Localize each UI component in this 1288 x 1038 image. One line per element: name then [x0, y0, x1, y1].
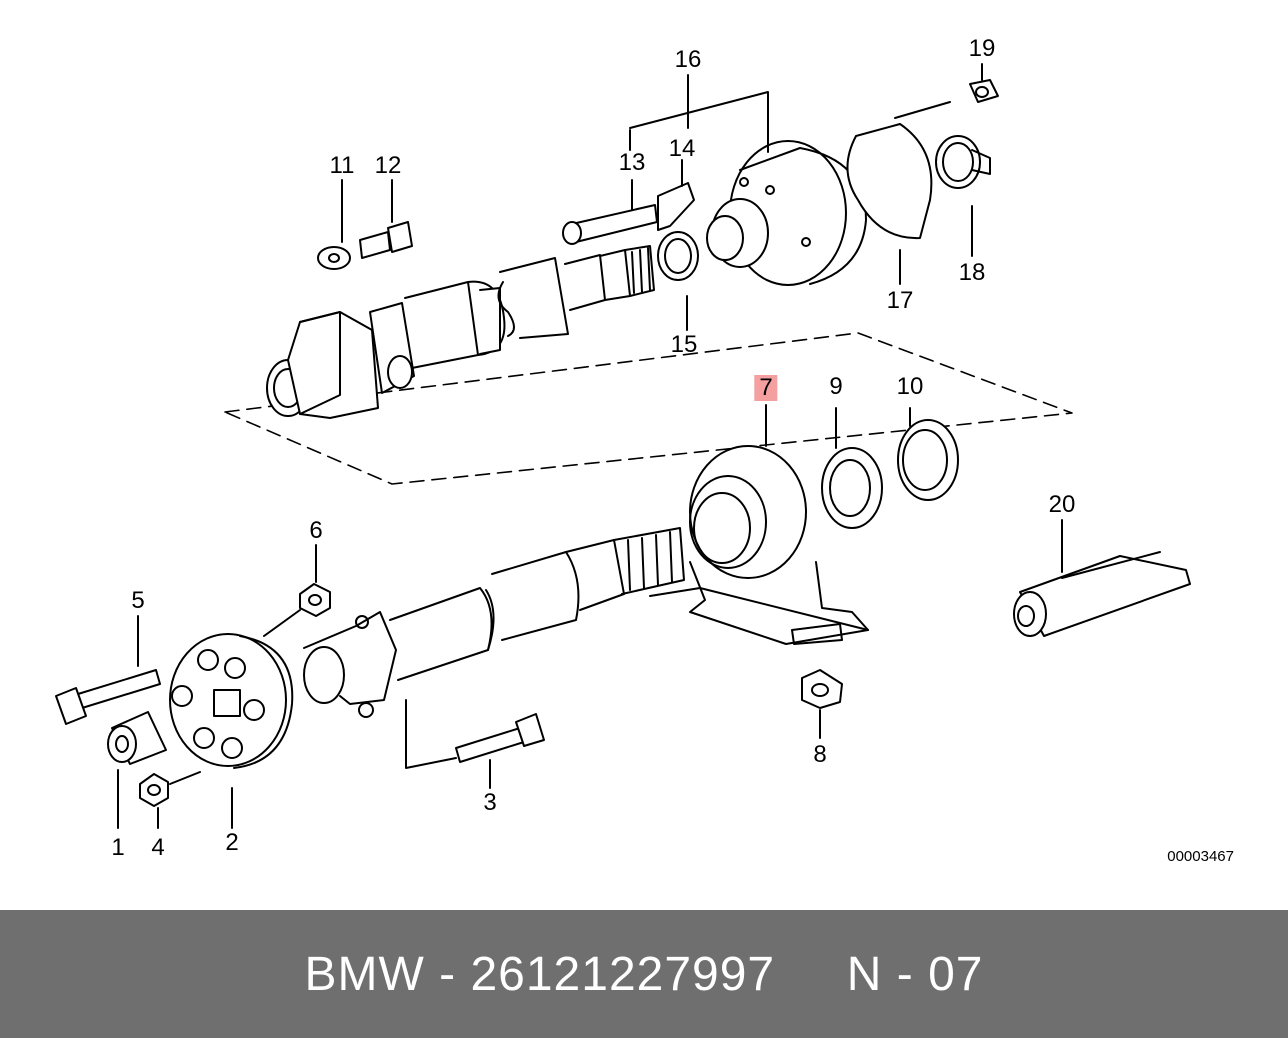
part-17-disc — [846, 123, 933, 240]
callout-15: 15 — [670, 331, 698, 358]
part-14-plate — [657, 182, 695, 231]
part-18-circlip — [935, 135, 991, 189]
callout-20: 20 — [1048, 491, 1076, 518]
part-number-footer: BMW - 26121227997 N - 07 — [0, 910, 1288, 1038]
exploded-parts-diagram: 1 2 3 4 5 6 7 8 9 10 11 12 13 14 15 16 1… — [55, 35, 1234, 865]
callout-8: 8 — [813, 741, 827, 768]
callout-13: 13 — [618, 149, 646, 176]
callout-2: 2 — [225, 829, 239, 856]
callout-11: 11 — [329, 152, 355, 179]
part-2-flex-disc — [169, 633, 294, 769]
callout-12: 12 — [374, 152, 402, 179]
callout-10: 10 — [896, 373, 924, 400]
part-6-nut — [299, 583, 331, 617]
part-16-flange — [706, 140, 867, 286]
part-20-grease-tube — [1013, 551, 1191, 637]
part-19-nut — [969, 79, 999, 103]
part-3-bolt — [455, 713, 545, 763]
part-11-washer — [317, 246, 351, 270]
callout-16: 16 — [674, 46, 702, 73]
callout-3: 3 — [483, 789, 497, 816]
callout-14: 14 — [668, 135, 696, 162]
part-1-sleeve — [107, 711, 167, 765]
lower-shaft — [303, 527, 685, 718]
callout-7: 7 — [754, 375, 778, 401]
part-9-seal — [821, 447, 883, 529]
part-number-text: BMW - 26121227997 N - 07 — [304, 947, 984, 1001]
upper-yoke-shaft — [266, 245, 655, 419]
callout-17: 17 — [886, 287, 914, 314]
part-12-bolt — [359, 221, 413, 259]
part-8-nut — [801, 669, 843, 709]
part-5-bolt — [55, 669, 161, 725]
callout-1: 1 — [111, 834, 125, 861]
callout-9: 9 — [829, 373, 843, 400]
part-15-clamp — [657, 231, 699, 281]
callout-4: 4 — [151, 834, 165, 861]
callout-19: 19 — [968, 35, 996, 62]
part-7-center-bearing — [649, 445, 869, 645]
dashed-enclosure — [224, 332, 1073, 485]
part-10-ring — [897, 419, 959, 501]
callout-6: 6 — [309, 517, 323, 544]
callout-18: 18 — [958, 259, 986, 286]
diagram-reference-code: 00003467 — [1167, 848, 1234, 865]
part-4-nut — [139, 773, 169, 807]
callout-5: 5 — [131, 587, 145, 614]
diagram-drawing — [55, 63, 1191, 829]
part-13-bolt — [562, 204, 658, 245]
